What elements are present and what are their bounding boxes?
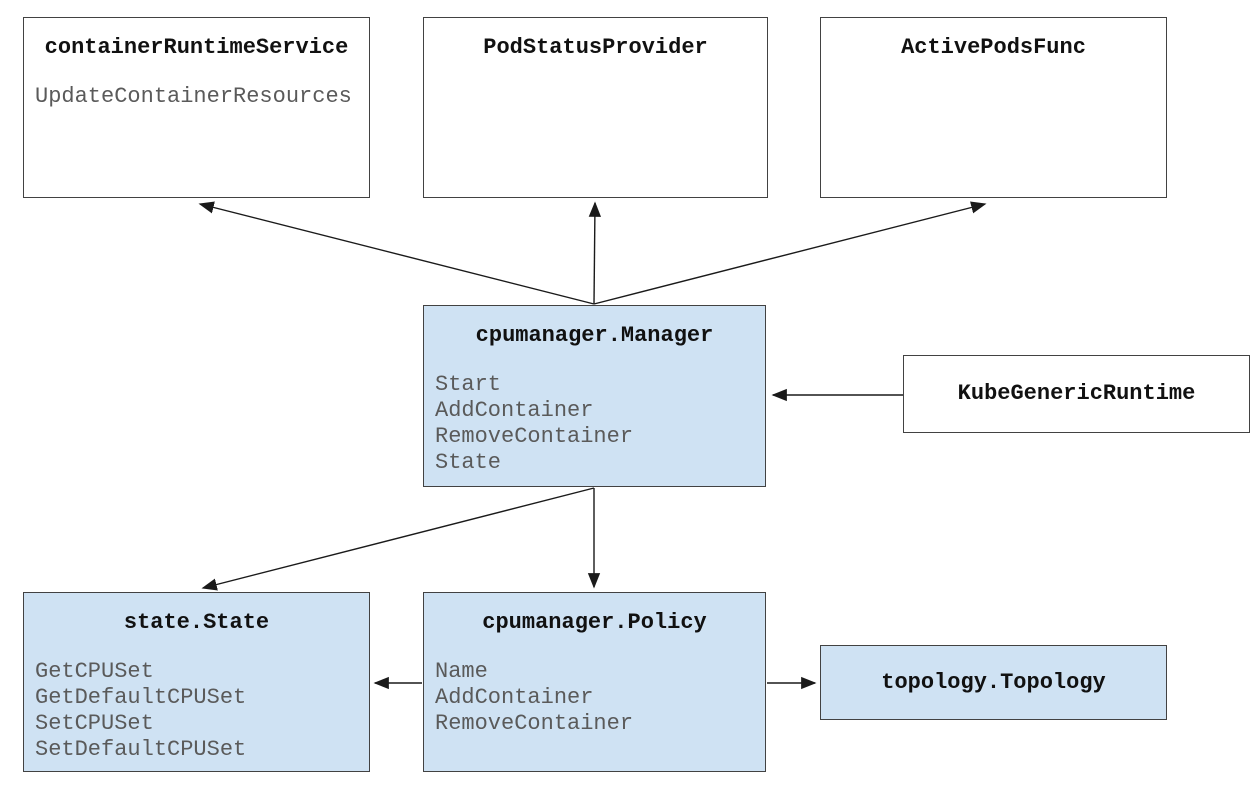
method-label: RemoveContainer bbox=[435, 424, 634, 449]
node-methods: Name AddContainer RemoveContainer bbox=[424, 659, 765, 737]
node-methods: Start AddContainer RemoveContainer State bbox=[424, 372, 765, 476]
node-methods: GetCPUSet GetDefaultCPUSet SetCPUSet Set… bbox=[24, 659, 369, 763]
arrow-manager-to-state bbox=[201, 487, 595, 591]
node-title: state.State bbox=[123, 610, 270, 635]
node-cpumanager-policy: cpumanager.Policy Name AddContainer Remo… bbox=[423, 592, 766, 772]
node-state-state: state.State GetCPUSet GetDefaultCPUSet S… bbox=[23, 592, 370, 772]
arrow-manager-to-active-pods-func bbox=[593, 201, 987, 305]
method-label: SetDefaultCPUSet bbox=[35, 737, 247, 762]
node-title: containerRuntimeService bbox=[44, 35, 349, 60]
node-title: KubeGenericRuntime bbox=[957, 381, 1196, 406]
method-label: SetCPUSet bbox=[35, 711, 154, 736]
node-cpumanager-manager: cpumanager.Manager Start AddContainer Re… bbox=[423, 305, 766, 487]
method-label: Start bbox=[435, 372, 502, 397]
node-title: topology.Topology bbox=[881, 669, 1106, 695]
method-label: AddContainer bbox=[435, 398, 594, 423]
method-label: GetCPUSet bbox=[35, 659, 154, 684]
node-title: cpumanager.Manager bbox=[475, 323, 714, 348]
node-methods: UpdateContainerResources bbox=[24, 84, 369, 110]
method-label: RemoveContainer bbox=[435, 711, 634, 736]
method-label: UpdateContainerResources bbox=[35, 84, 352, 109]
node-pod-status-provider: PodStatusProvider bbox=[423, 17, 768, 198]
node-topology-topology: topology.Topology bbox=[820, 645, 1167, 720]
node-container-runtime-service: containerRuntimeService UpdateContainerR… bbox=[23, 17, 370, 198]
node-kube-generic-runtime: KubeGenericRuntime bbox=[903, 355, 1250, 433]
node-active-pods-func: ActivePodsFunc bbox=[820, 17, 1167, 198]
arrow-manager-to-pod-status-provider bbox=[588, 201, 602, 305]
method-label: Name bbox=[435, 659, 488, 684]
node-title: ActivePodsFunc bbox=[901, 35, 1086, 60]
method-label: State bbox=[435, 450, 502, 475]
node-title: cpumanager.Policy bbox=[482, 610, 707, 635]
method-label: GetDefaultCPUSet bbox=[35, 685, 247, 710]
node-title: PodStatusProvider bbox=[483, 35, 708, 60]
arrow-manager-to-container-runtime-service bbox=[198, 201, 595, 305]
method-label: AddContainer bbox=[435, 685, 594, 710]
